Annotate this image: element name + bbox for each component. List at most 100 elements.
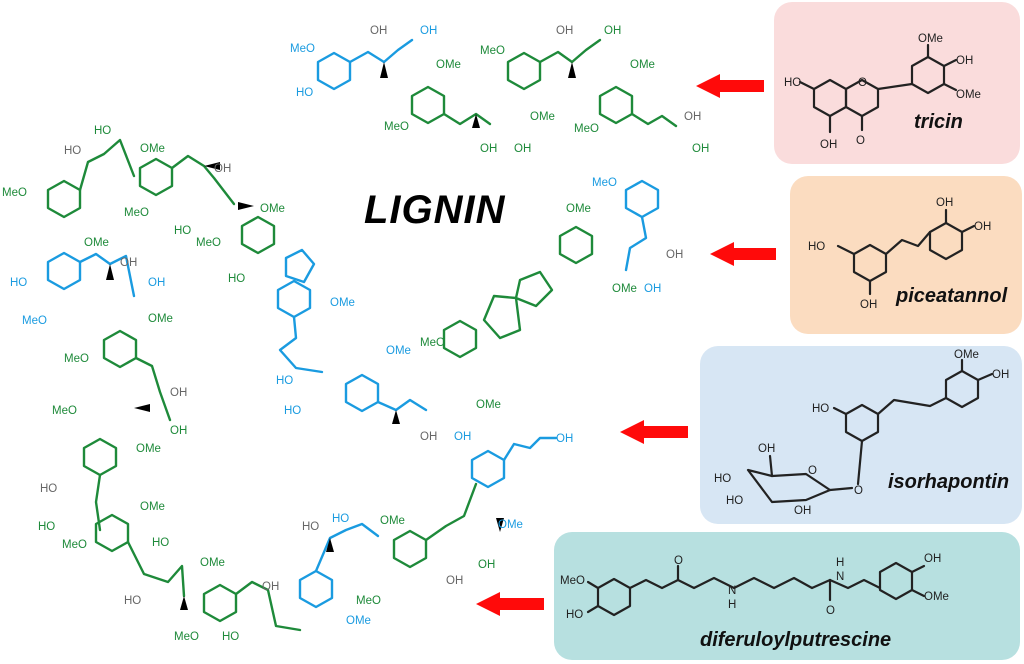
lignin-unit [298, 569, 334, 609]
lignin-unit [138, 157, 174, 197]
isorhapontin-oh-label: OH [992, 369, 1009, 381]
dfp-n2-label: N [836, 571, 844, 583]
lignin-label-ome: OMe [84, 237, 109, 249]
lignin-label-meo: MeO [356, 595, 381, 607]
lignin-unit [344, 373, 380, 413]
lignin-label-oh: OH [446, 575, 463, 587]
lignin-label-oh: OH [480, 143, 497, 155]
lignin-unit [316, 51, 352, 91]
lignin-label-ome: OMe [566, 203, 591, 215]
arrow-piceatannol [710, 242, 776, 266]
lignin-label-oh: OH [420, 431, 437, 443]
dfp-h1-label: H [728, 599, 736, 611]
lignin-label-meo: MeO [196, 237, 221, 249]
lignin-unit [46, 179, 82, 219]
lignin-label-oh: OH [262, 581, 279, 593]
lignin-label-ho: HO [302, 521, 319, 533]
lignin-label-ho: HO [10, 277, 27, 289]
lignin-unit [102, 329, 138, 369]
lignin-label-oh: OH [370, 25, 387, 37]
lignin-label-meo: MeO [22, 315, 47, 327]
diferuloylputrescine-card [554, 532, 1020, 660]
lignin-label-meo: MeO [420, 337, 445, 349]
lignin-label-oh: OH [170, 425, 187, 437]
tricin-oh-right-label: OH [956, 55, 973, 67]
lignin-label-oh: OH [684, 111, 701, 123]
dfp-oh-label: OH [924, 553, 941, 565]
lignin-label-oh: OH [514, 143, 531, 155]
lignin-label-ho: HO [296, 87, 313, 99]
lignin-label-ho: HO [38, 521, 55, 533]
lignin-unit [46, 251, 82, 291]
piceatannol-structure: HO OH OH OH [808, 197, 991, 311]
lignin-label-ome: OMe [530, 111, 555, 123]
lignin-label-ome: OMe [612, 283, 637, 295]
piceatannol-name: piceatannol [895, 285, 1008, 307]
lignin-label-ho: HO [64, 145, 81, 157]
tricin-name: tricin [914, 111, 963, 133]
lignin-unit [624, 179, 660, 219]
lignin-label-meo: MeO [52, 405, 77, 417]
lignin-label-meo: MeO [592, 177, 617, 189]
tricin-structure: HO OH O O OMe OH OMe [784, 33, 981, 151]
lignin-unit [392, 529, 428, 569]
lignin-unit [276, 279, 312, 319]
piceatannol-oh-top-label: OH [936, 197, 953, 209]
isorhapontin-structure: HO OMe OH OH HO HO OH O O [714, 349, 1009, 517]
lignin-label-ome: OMe [200, 557, 225, 569]
diferuloylputrescine-structure: MeO HO O N H H N O OH OMe [560, 553, 949, 621]
tricin-ome-bottom-label: OMe [956, 89, 981, 101]
lignin-unit [240, 215, 276, 255]
dfp-h2-label: H [836, 557, 844, 569]
isorhapontin-ring-o-label: O [808, 465, 817, 477]
dfp-o1-label: O [674, 555, 683, 567]
lignin-label-ho: HO [124, 595, 141, 607]
lignin-label-oh: OH [170, 387, 187, 399]
isorhapontin-sugar-ho2-label: HO [726, 495, 743, 507]
lignin-label-ome: OMe [260, 203, 285, 215]
lignin-unit [94, 513, 130, 553]
lignin-label-oh: OH [120, 257, 137, 269]
lignin-label-oh: OH [454, 431, 471, 443]
tricin-ome-top-label: OMe [918, 33, 943, 45]
lignin-label-oh: OH [692, 143, 709, 155]
diferuloylputrescine-name: diferuloylputrescine [700, 629, 891, 651]
lignin-unit [598, 85, 634, 125]
lignin-unit [558, 225, 594, 265]
lignin-unit [470, 449, 506, 489]
lignin-label-oh: OH [644, 283, 661, 295]
lignin-label-oh: OH [666, 249, 683, 261]
lignin-label-meo: MeO [480, 45, 505, 57]
lignin-label-oh: OH [556, 433, 573, 445]
dfp-ho-label: HO [566, 609, 583, 621]
arrow-diferuloylputrescine [476, 592, 544, 616]
lignin-label-ho: HO [40, 483, 57, 495]
isorhapontin-ome-label: OMe [954, 349, 979, 361]
lignin-label-meo: MeO [2, 187, 27, 199]
lignin-label-ome: OMe [498, 519, 523, 531]
lignin-label-ho: HO [284, 405, 301, 417]
lignin-label-ome: OMe [380, 515, 405, 527]
lignin-label-ome: OMe [436, 59, 461, 71]
lignin-label-oh: OH [556, 25, 573, 37]
lignin-label-ome: OMe [148, 313, 173, 325]
lignin-unit [410, 85, 446, 125]
lignin-label-ho: HO [276, 375, 293, 387]
lignin-unit [514, 270, 554, 308]
piceatannol-ho-label: HO [808, 241, 825, 253]
lignin-label-oh: OH [420, 25, 437, 37]
arrow-isorhapontin [620, 420, 688, 444]
piceatannol-card [790, 176, 1022, 334]
lignin-label-meo: MeO [574, 123, 599, 135]
lignin-label-ome: OMe [330, 297, 355, 309]
isorhapontin-sugar-ho1-label: HO [714, 473, 731, 485]
lignin-label-meo: MeO [62, 539, 87, 551]
tricin-card [774, 2, 1020, 164]
isorhapontin-ho-label: HO [812, 403, 829, 415]
lignin-label-ome: OMe [140, 501, 165, 513]
dfp-ome-label: OMe [924, 591, 949, 603]
lignin-label-ho: HO [174, 225, 191, 237]
lignin-label-ome: OMe [476, 399, 501, 411]
isorhapontin-sugar-oh-label: OH [758, 443, 775, 455]
